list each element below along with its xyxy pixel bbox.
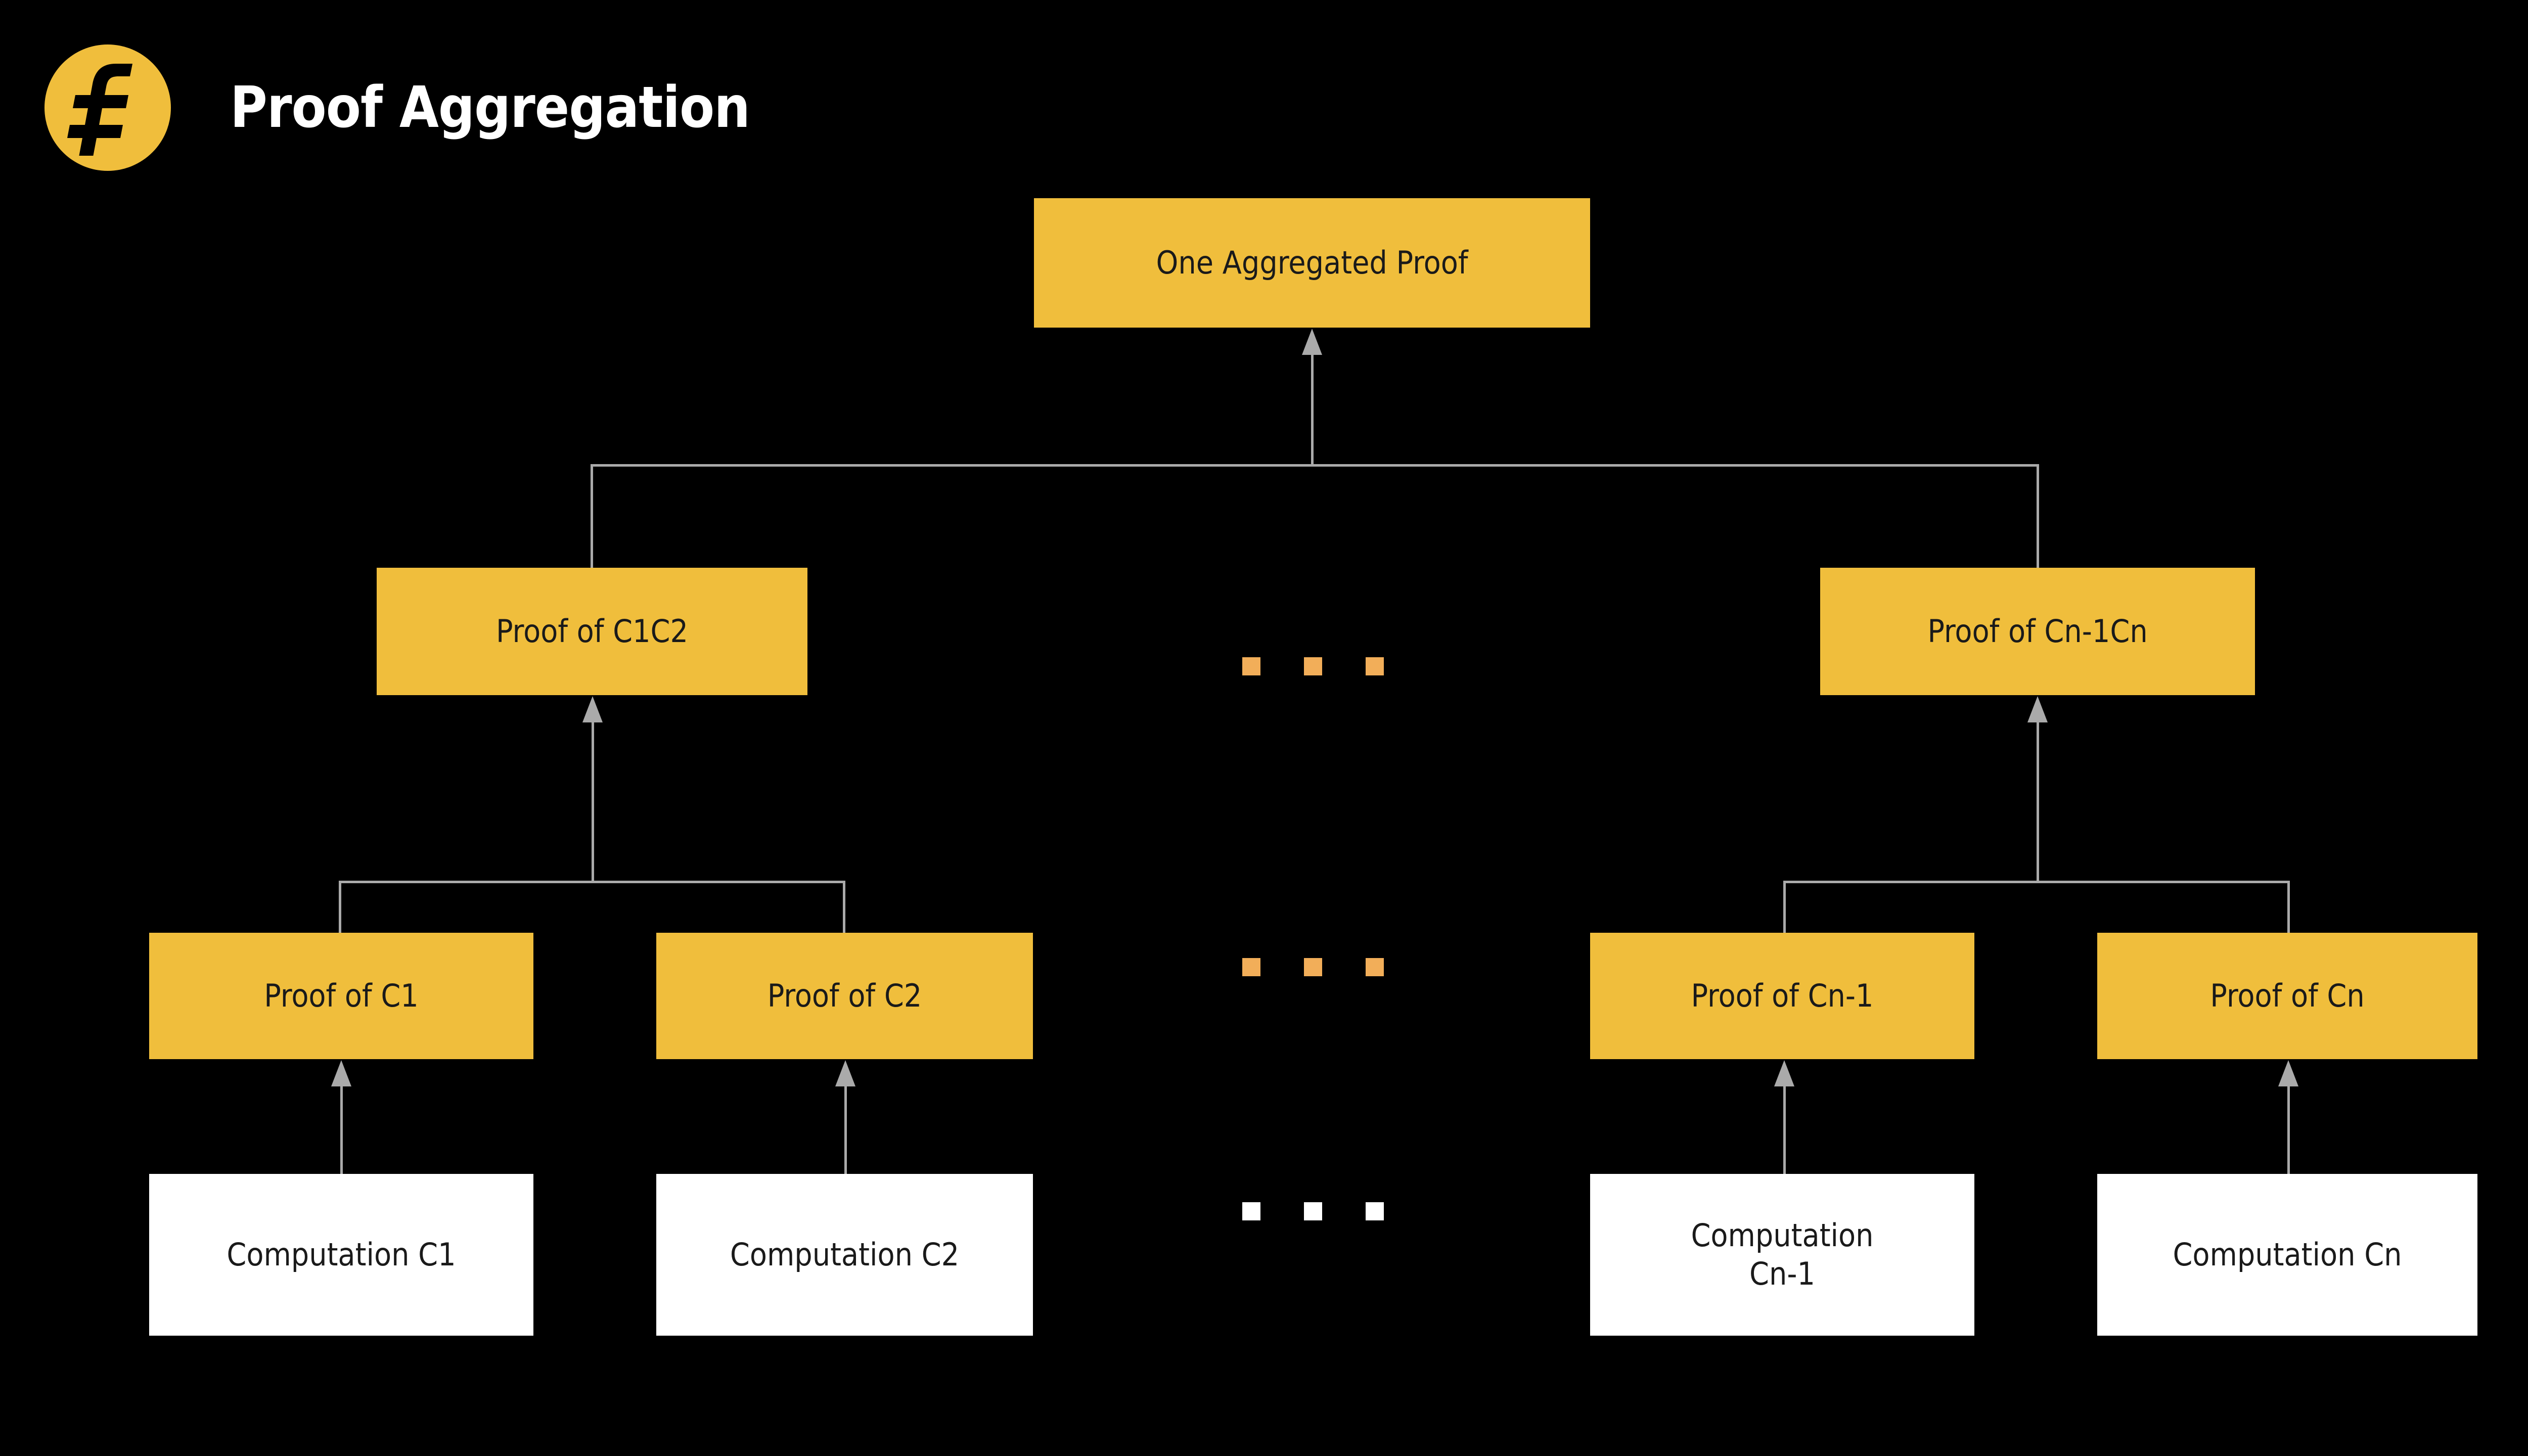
ellipsis-square	[1304, 958, 1322, 976]
level3-ellipsis	[1242, 958, 1384, 976]
ellipsis-square	[1304, 1202, 1322, 1220]
connector-level3-right-bus	[1783, 881, 2290, 883]
arrow-to-proof-c2	[835, 1060, 855, 1086]
node-label: One Aggregated Proof	[1156, 244, 1468, 281]
level2-ellipsis	[1242, 657, 1384, 675]
arrow-to-root	[1302, 329, 1322, 355]
node-label: Computation Cn-1	[1691, 1217, 1874, 1292]
connector-level3-drop-c1	[339, 881, 341, 934]
node-proof-of-c2[interactable]: Proof of C2	[656, 933, 1033, 1059]
connector-level3-left-trunk	[592, 721, 594, 882]
connector-cn-computation	[2287, 1085, 2290, 1174]
node-label: Proof of Cn-1Cn	[1927, 613, 2148, 650]
ellipsis-square	[1242, 1202, 1260, 1220]
node-label: Proof of C1C2	[496, 613, 688, 650]
arrow-to-proof-cn	[2278, 1060, 2298, 1086]
connector-level3-right-trunk	[2037, 721, 2039, 882]
node-label: Proof of C1	[264, 977, 419, 1014]
node-label: Proof of Cn-1	[1691, 977, 1874, 1014]
connector-level3-drop-cn1	[1783, 881, 1786, 934]
node-proof-of-cn1[interactable]: Proof of Cn-1	[1590, 933, 1974, 1059]
connector-level3-drop-c2	[843, 881, 845, 934]
connector-level3-drop-cn	[2287, 881, 2290, 934]
ellipsis-square	[1242, 657, 1260, 675]
arrow-to-proof-c1c2	[582, 696, 603, 722]
node-label: Computation C2	[730, 1236, 960, 1273]
node-label: Computation Cn	[2173, 1236, 2402, 1273]
node-proof-of-c1[interactable]: Proof of C1	[149, 933, 533, 1059]
node-computation-cn1[interactable]: Computation Cn-1	[1590, 1174, 1974, 1336]
connector-root-trunk	[1311, 354, 1314, 466]
connector-c1-computation	[340, 1085, 343, 1174]
node-computation-cn[interactable]: Computation Cn	[2097, 1174, 2477, 1336]
arrow-to-proof-cn1cn	[2027, 696, 2048, 722]
node-computation-c2[interactable]: Computation C2	[656, 1174, 1033, 1336]
node-label: Proof of Cn	[2210, 977, 2365, 1014]
ellipsis-square	[1304, 657, 1322, 675]
ellipsis-square	[1366, 958, 1384, 976]
connector-level2-right-drop	[2037, 464, 2039, 569]
node-proof-of-cn[interactable]: Proof of Cn	[2097, 933, 2477, 1059]
arrow-to-proof-cn1	[1774, 1060, 1794, 1086]
connector-cn1-computation	[1783, 1085, 1786, 1174]
node-label: Computation C1	[227, 1236, 456, 1273]
arrow-to-proof-c1	[331, 1060, 351, 1086]
connector-level3-left-bus	[339, 881, 845, 883]
level4-ellipsis	[1242, 1202, 1384, 1220]
ellipsis-square	[1366, 657, 1384, 675]
node-proof-of-c1c2[interactable]: Proof of C1C2	[377, 568, 807, 695]
page-title: Proof Aggregation	[230, 75, 750, 141]
connector-c2-computation	[844, 1085, 847, 1174]
node-label: Proof of C2	[767, 977, 922, 1014]
node-one-aggregated-proof[interactable]: One Aggregated Proof	[1034, 198, 1590, 328]
ellipsis-square	[1366, 1202, 1384, 1220]
filecoin-logo-icon	[44, 44, 171, 171]
connector-level2-bus	[591, 464, 2039, 467]
node-proof-of-cn1cn[interactable]: Proof of Cn-1Cn	[1820, 568, 2255, 695]
ellipsis-square	[1242, 958, 1260, 976]
connector-level2-left-drop	[591, 464, 593, 569]
node-computation-c1[interactable]: Computation C1	[149, 1174, 533, 1336]
